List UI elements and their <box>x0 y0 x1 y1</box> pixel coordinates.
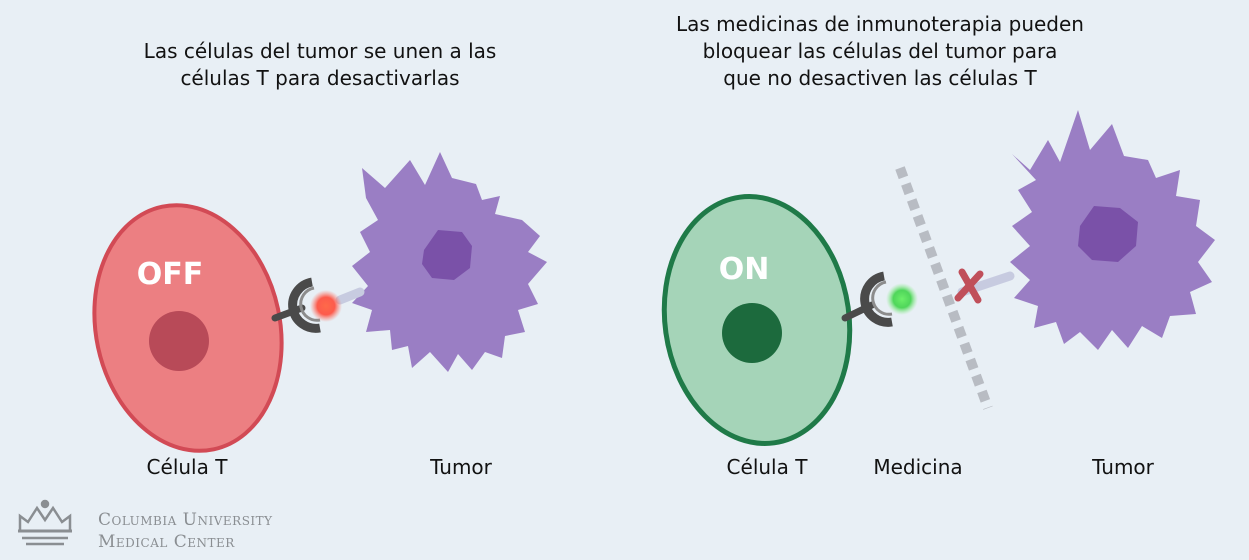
off-status-label: OFF <box>137 257 204 292</box>
crown-logo-icon <box>18 499 72 546</box>
right-panel-caption: Las medicinas de inmunoterapia pueden bl… <box>670 11 1090 92</box>
t-cell-nucleus-left <box>149 311 209 371</box>
medicine-label: Medicina <box>873 455 963 479</box>
logo-line-1: Columbia University <box>98 510 273 530</box>
receptor-cup-inner-left <box>299 286 321 322</box>
caption-line: bloquear las células del tumor para <box>702 39 1058 63</box>
receptor-cup-left <box>288 277 321 333</box>
on-status-label: ON <box>719 252 770 287</box>
binding-signal-green <box>886 283 918 315</box>
caption-line: Las medicinas de inmunoterapia pueden <box>676 12 1084 36</box>
left-panel: OFF <box>92 152 547 453</box>
block-x-icon <box>954 268 984 304</box>
caption-line: Las células del tumor se unen a las <box>143 39 497 63</box>
caption-line: que no desactiven las células T <box>723 66 1037 90</box>
tumor-receptor-left <box>335 287 365 305</box>
receptor-cup-inner-right <box>871 280 893 316</box>
binding-signal-red <box>310 290 342 322</box>
caption-line: células T para desactivarlas <box>180 66 460 90</box>
medicine-blocker <box>895 166 993 410</box>
tumor-nucleus-right <box>1078 206 1138 262</box>
t-cell-nucleus-right <box>722 303 782 363</box>
logo-line-2: Medical Center <box>98 532 235 552</box>
t-cell-label-left: Célula T <box>146 455 228 479</box>
t-cell-label-right: Célula T <box>726 455 808 479</box>
tumor-nucleus-left <box>422 230 472 280</box>
receptor-cup-right <box>860 271 893 327</box>
right-panel: ON <box>661 110 1215 446</box>
tumor-label-left: Tumor <box>430 455 492 479</box>
tumor-label-right: Tumor <box>1092 455 1154 479</box>
left-panel-caption: Las células del tumor se unen a las célu… <box>100 38 540 92</box>
